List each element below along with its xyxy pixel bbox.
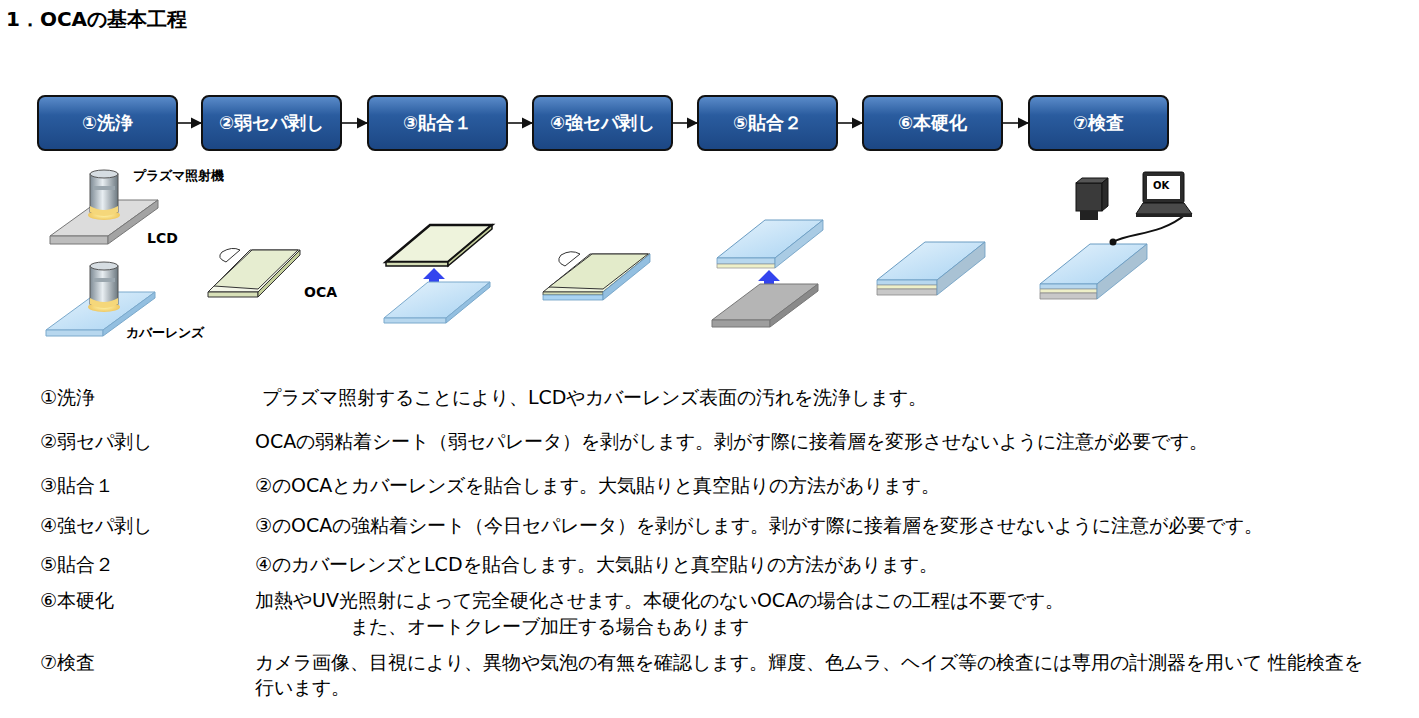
panel-stack-part (1040, 293, 1097, 299)
step-label: ⑦検査 (1073, 111, 1124, 135)
flow-arrow (508, 122, 532, 124)
plasma-machine-part (90, 298, 118, 308)
table-cell: ②弱セパ剥し (40, 429, 152, 454)
plasma-machine-part (90, 174, 118, 212)
laminated-lens-part (543, 295, 603, 300)
process-box: ②弱セパ剥し (201, 95, 342, 151)
table-cell: 加熱やUV光照射によって完全硬化させます。本硬化のないOCAの場合はこの工程は不… (255, 588, 1064, 613)
flow-arrow (838, 122, 862, 124)
panel-stack (1040, 244, 1147, 299)
panel-stack-part (1040, 289, 1097, 293)
laminated-lens-part (717, 258, 775, 264)
table-cell: ⑦検査 (40, 650, 95, 675)
oca-sheet-part (448, 225, 492, 266)
laptop (1136, 172, 1192, 217)
plasma-machine-part (90, 266, 118, 304)
table-cell: ⑤貼合２ (40, 552, 114, 577)
laminated-lens-part (559, 252, 580, 266)
camera-cable-part (1110, 239, 1117, 246)
part-name: OCA (304, 283, 337, 301)
flow-arrow (342, 122, 367, 124)
lcd-plate-part (50, 236, 108, 244)
plasma-machine-part (90, 262, 118, 270)
flow-arrow (1003, 122, 1028, 124)
step-label: ①洗浄 (82, 111, 133, 135)
step-label: ⑥本硬化 (898, 111, 967, 135)
part-name: OK (1153, 179, 1169, 192)
cover-lens-plate-part (46, 330, 103, 336)
lcd-plate (712, 284, 818, 327)
part-name: カバーレンズ (126, 325, 204, 342)
laptop-part (1147, 176, 1180, 199)
laptop-part (1136, 214, 1192, 217)
lcd-plate-part (770, 284, 818, 327)
step-label: ②弱セパ剥し (219, 111, 324, 135)
flow-arrow (178, 122, 201, 124)
panel-stack (877, 242, 985, 295)
panel-stack-part (877, 289, 937, 295)
plasma-machine (88, 262, 120, 312)
oca-sheet (208, 248, 300, 297)
lcd-plate-part (712, 320, 770, 327)
table-cell: ③貼合１ (40, 473, 114, 498)
table-cell: プラズマ照射することにより、LCDやカバーレンズ表面の汚れを洗浄します。 (262, 385, 927, 410)
table-cell: ④のカバーレンズとLCDを貼合します。大気貼りと真空貼りの方法があります。 (255, 552, 938, 577)
part-name: プラズマ照射機 (133, 168, 224, 185)
table-cell: ②のOCAとカバーレンズを貼合します。大気貼りと真空貼りの方法があります。 (255, 473, 940, 498)
flow-arrow (673, 122, 697, 124)
step-label: ④強セパ剥し (550, 111, 655, 135)
table-cell: また、オートクレーブ加圧する場合もあります (350, 614, 749, 639)
table-cell: カメラ画像、目視により、異物や気泡の有無を確認します。輝度、色ムラ、ヘイズ等の検… (255, 650, 1380, 699)
camera (1076, 178, 1108, 220)
page-title: 1．OCAの基本工程 (6, 6, 187, 33)
oca-sheet-part (386, 225, 492, 262)
panel-stack-part (937, 242, 985, 295)
oca-sheet-part (386, 262, 448, 266)
process-box: ④強セパ剥し (532, 95, 673, 151)
table-cell: ④強セパ剥し (40, 513, 152, 538)
camera-part (1102, 178, 1108, 211)
laminated-lens (543, 252, 650, 300)
step-label: ③貼合１ (403, 111, 472, 135)
table-cell: OCAの弱粘着シート（弱セパレータ）を剥がします。剥がす際に接着層を変形させない… (255, 429, 1208, 454)
table-cell: ③のOCAの強粘着シート（今日セパレータ）を剥がします。剥がす際に接着層を変形さ… (255, 513, 1263, 538)
process-box: ①洗浄 (37, 95, 178, 151)
plasma-machine-part (93, 278, 115, 282)
part-name: LCD (147, 229, 178, 247)
oca-sheet-part (208, 292, 258, 297)
camera-cable (1110, 214, 1187, 246)
laminated-lens-part (775, 220, 823, 268)
oca-sheet (386, 225, 492, 266)
plasma-machine-part (90, 170, 118, 178)
table-cell: ①洗浄 (40, 385, 95, 410)
laminated-lens-part (717, 264, 775, 268)
camera-cable-part (1113, 214, 1186, 242)
laminated-lens-part (543, 292, 603, 295)
cover-lens-plate-part (446, 282, 490, 323)
camera-part (1076, 183, 1102, 211)
step-label: ⑤貼合２ (733, 111, 802, 135)
panel-stack-part (877, 285, 937, 289)
laptop-part (1136, 203, 1192, 214)
plasma-machine-part (90, 206, 118, 216)
process-box: ⑦検査 (1028, 95, 1169, 151)
laminated-lens (717, 220, 823, 268)
plasma-machine (88, 170, 120, 220)
process-box: ⑥本硬化 (862, 95, 1003, 151)
process-box: ⑤貼合２ (697, 95, 838, 151)
cover-lens-plate (384, 282, 490, 323)
panel-stack-part (1097, 244, 1147, 299)
table-cell: ⑥本硬化 (40, 588, 114, 613)
process-box: ③貼合１ (367, 95, 508, 151)
panel-stack-part (877, 280, 937, 285)
camera-part (1080, 211, 1098, 220)
oca-sheet-part (220, 248, 240, 262)
cover-lens-plate-part (384, 318, 446, 323)
laptop-part (1143, 172, 1184, 203)
panel-stack-part (1040, 284, 1097, 289)
plasma-machine-part (93, 186, 115, 190)
